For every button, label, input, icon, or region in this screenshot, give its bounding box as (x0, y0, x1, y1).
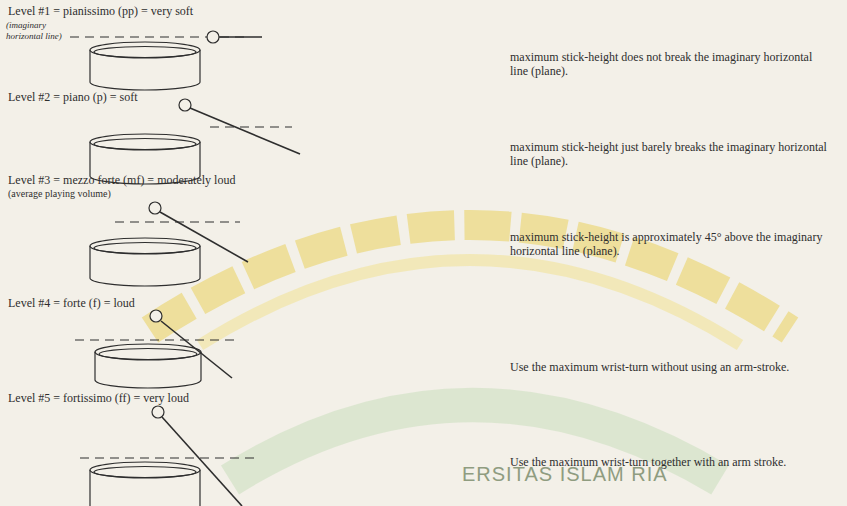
drum-stick (160, 212, 248, 262)
stick-bead (179, 99, 191, 111)
drum (70, 31, 262, 90)
level-heading: Level #5 = fortissimo (ff) = very loud (8, 391, 338, 405)
description: Use the maximum wrist-turn without using… (510, 360, 830, 374)
level-heading: Level #1 = pianissimo (pp) = very soft (8, 4, 338, 18)
description: maximum stick-height is approximately 45… (510, 230, 830, 259)
watermark: ERSITAS ISLAM RIA (462, 462, 682, 486)
stick-bead (150, 310, 162, 322)
stick-bead (207, 31, 219, 43)
description: maximum stick-height just barely breaks … (510, 140, 830, 169)
stick-bead (152, 406, 164, 418)
drum-stick (162, 417, 242, 506)
stick-bead (149, 202, 161, 214)
drum (90, 202, 248, 286)
drum (90, 99, 300, 184)
drum-stick (161, 321, 232, 378)
watermark-logo (150, 225, 790, 480)
note: (average playing volume) (8, 188, 208, 200)
level-heading: Level #3 = mezzo forte (mf) = moderately… (8, 173, 338, 187)
drum-stick (219, 36, 262, 38)
note: (imaginary horizontal line) (6, 20, 68, 42)
level-heading: Level #4 = forte (f) = loud (8, 296, 338, 310)
drum-stick (190, 108, 300, 154)
drum (80, 406, 255, 506)
description: maximum stick-height does not break the … (510, 50, 830, 79)
drum (75, 310, 240, 388)
level-heading: Level #2 = piano (p) = soft (8, 90, 338, 104)
